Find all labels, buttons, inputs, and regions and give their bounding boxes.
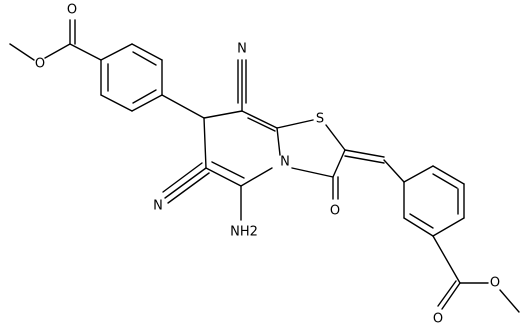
top-benzene-ring <box>100 43 163 112</box>
atom-label-o-keto: O <box>330 204 340 219</box>
aryl-bond-top <box>161 94 205 119</box>
atom-label-s-ring: S <box>316 112 324 127</box>
nitrile-left <box>162 162 210 204</box>
right-methyl-ester <box>432 235 520 313</box>
atom-label-o-carbonyl-right: O <box>433 312 443 327</box>
atom-label-n-ring: N <box>280 155 290 170</box>
pyridine-ring <box>203 110 281 187</box>
left-methyl-ester <box>9 19 102 61</box>
atom-label-o-ester-right: O <box>490 276 500 291</box>
atom-label-nh2: NH2 <box>230 225 258 240</box>
atom-label-o-carbonyl-left: O <box>67 3 77 18</box>
nitrile-top <box>237 59 247 112</box>
atom-label-n-nitrile-left: N <box>153 199 163 214</box>
keto-group <box>332 176 339 200</box>
bottom-benzene-ring <box>403 165 465 237</box>
atom-label-o-ester-left: O <box>35 57 45 72</box>
exocyclic-double-bond <box>344 149 405 183</box>
thiazole-ring <box>276 119 346 178</box>
atom-label-n-nitrile-top: N <box>237 42 247 57</box>
